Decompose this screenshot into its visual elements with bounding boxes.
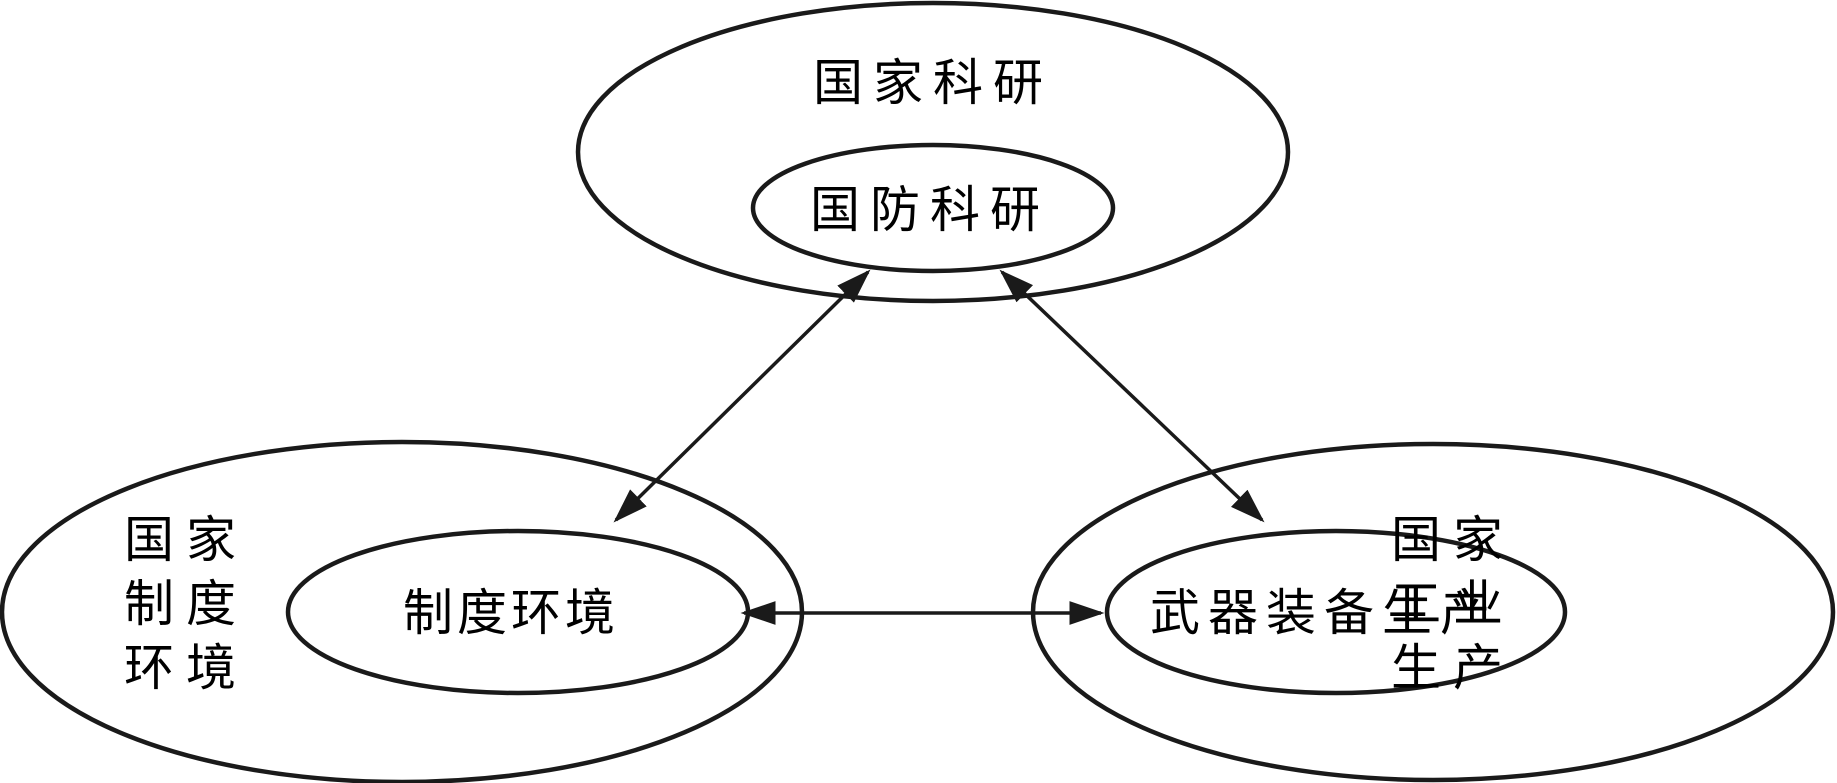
national-industrial-production-label: 国 家 工 业 生 产	[1385, 515, 1509, 693]
label-char: 生	[1391, 639, 1441, 697]
weapon-equipment-production-label: 武器装备生产	[1150, 584, 1498, 642]
national-research-outer-ellipse	[575, 0, 1291, 304]
label-char: 工	[1391, 575, 1441, 633]
defense-research-label: 国防科研	[810, 181, 1050, 239]
label-char: 国	[124, 511, 174, 569]
institutional-environment-label: 制度环境	[403, 584, 619, 642]
label-char: 产	[1453, 639, 1503, 697]
label-char: 环	[124, 639, 174, 697]
label-char: 家	[1453, 511, 1503, 569]
edge-defense-to-institutional-arrow	[613, 269, 871, 523]
defense-research-inner-ellipse	[750, 142, 1116, 274]
label-char: 境	[186, 639, 236, 697]
label-char: 制	[124, 575, 174, 633]
edge-defense-to-weapon-arrow	[999, 269, 1265, 523]
label-char: 业	[1453, 575, 1503, 633]
national-institutional-environment-label: 国 家 制 度 环 境	[118, 515, 242, 693]
label-char: 国	[1391, 511, 1441, 569]
weapon-production-inner-ellipse	[1104, 528, 1568, 696]
label-char: 度	[186, 575, 236, 633]
label-char: 家	[186, 511, 236, 569]
national-research-label: 国家科研	[813, 54, 1053, 112]
